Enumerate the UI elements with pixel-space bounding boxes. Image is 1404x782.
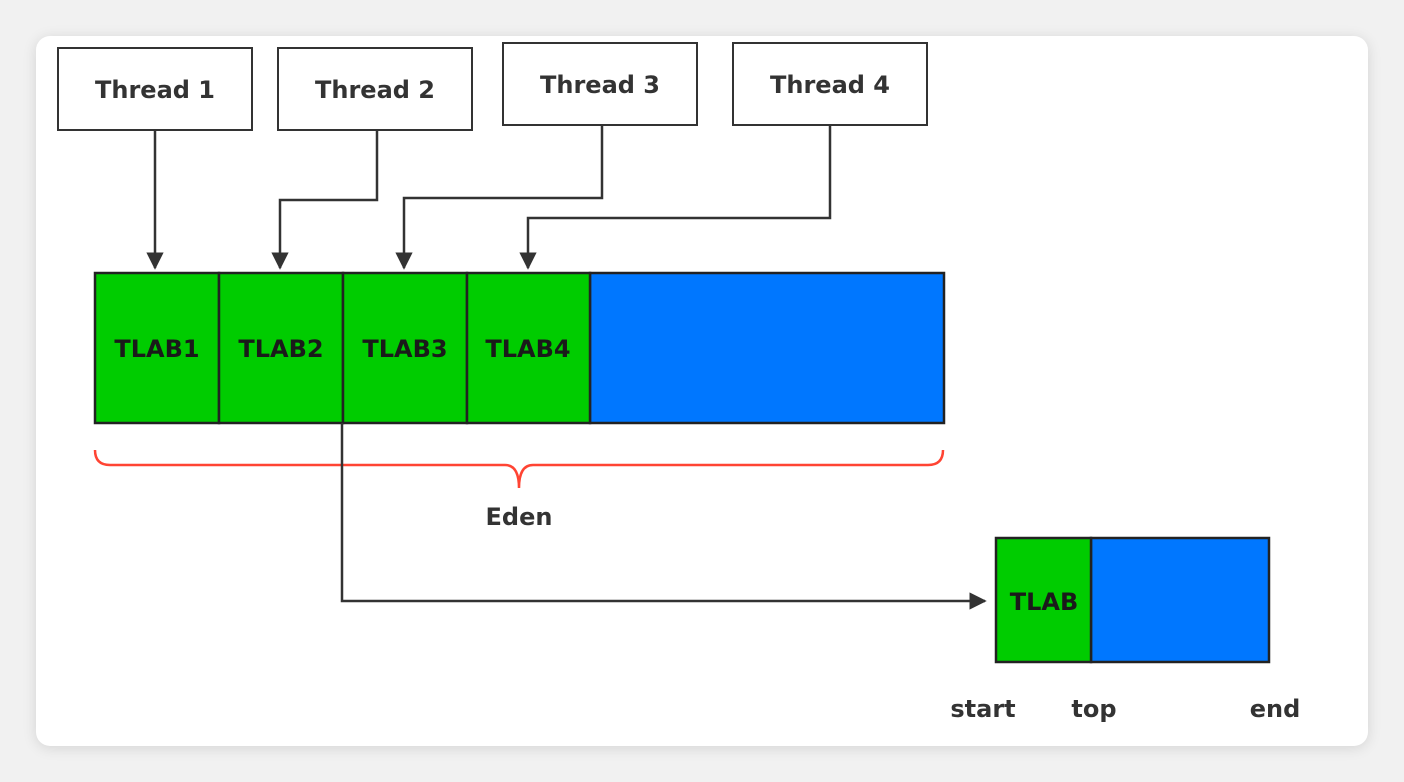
thread-4-label: Thread 4 [770, 71, 890, 99]
thread-3-label: Thread 3 [540, 71, 660, 99]
end-pointer-label: end [1250, 695, 1301, 723]
arrow-to-tlab-detail [340, 423, 987, 610]
thread-box-1: Thread 1 [57, 47, 253, 131]
arrow-thread4-to-tlab4 [519, 125, 832, 270]
tlab-detail: TLAB [994, 536, 1271, 664]
tlab-detail-free-space [1089, 536, 1271, 664]
thread-box-2: Thread 2 [277, 47, 473, 131]
thread-2-label: Thread 2 [315, 76, 435, 104]
eden-free-space [588, 271, 946, 425]
tlab-detail-used-space [994, 536, 1093, 664]
tlab3-label: TLAB3 [362, 335, 447, 363]
thread-1-label: Thread 1 [95, 76, 215, 104]
tlab4-label: TLAB4 [485, 335, 570, 363]
eden-brace [93, 449, 945, 489]
tlab4-cell [465, 271, 592, 425]
top-pointer-label: top [1071, 695, 1116, 723]
arrow-thread2-to-tlab2 [271, 130, 379, 270]
tlab2-cell [217, 271, 345, 425]
eden-label: Eden [486, 503, 553, 531]
tlab1-cell [93, 271, 221, 425]
thread-box-3: Thread 3 [502, 42, 698, 126]
start-pointer-label: start [950, 695, 1015, 723]
tlab1-label: TLAB1 [114, 335, 199, 363]
arrow-thread3-to-tlab3 [395, 125, 604, 270]
tlab-detail-label: TLAB [1010, 588, 1079, 616]
tlab2-label: TLAB2 [238, 335, 323, 363]
eden-space: TLAB1 TLAB2 TLAB3 TLAB4 [93, 271, 946, 425]
thread-box-4: Thread 4 [732, 42, 928, 126]
